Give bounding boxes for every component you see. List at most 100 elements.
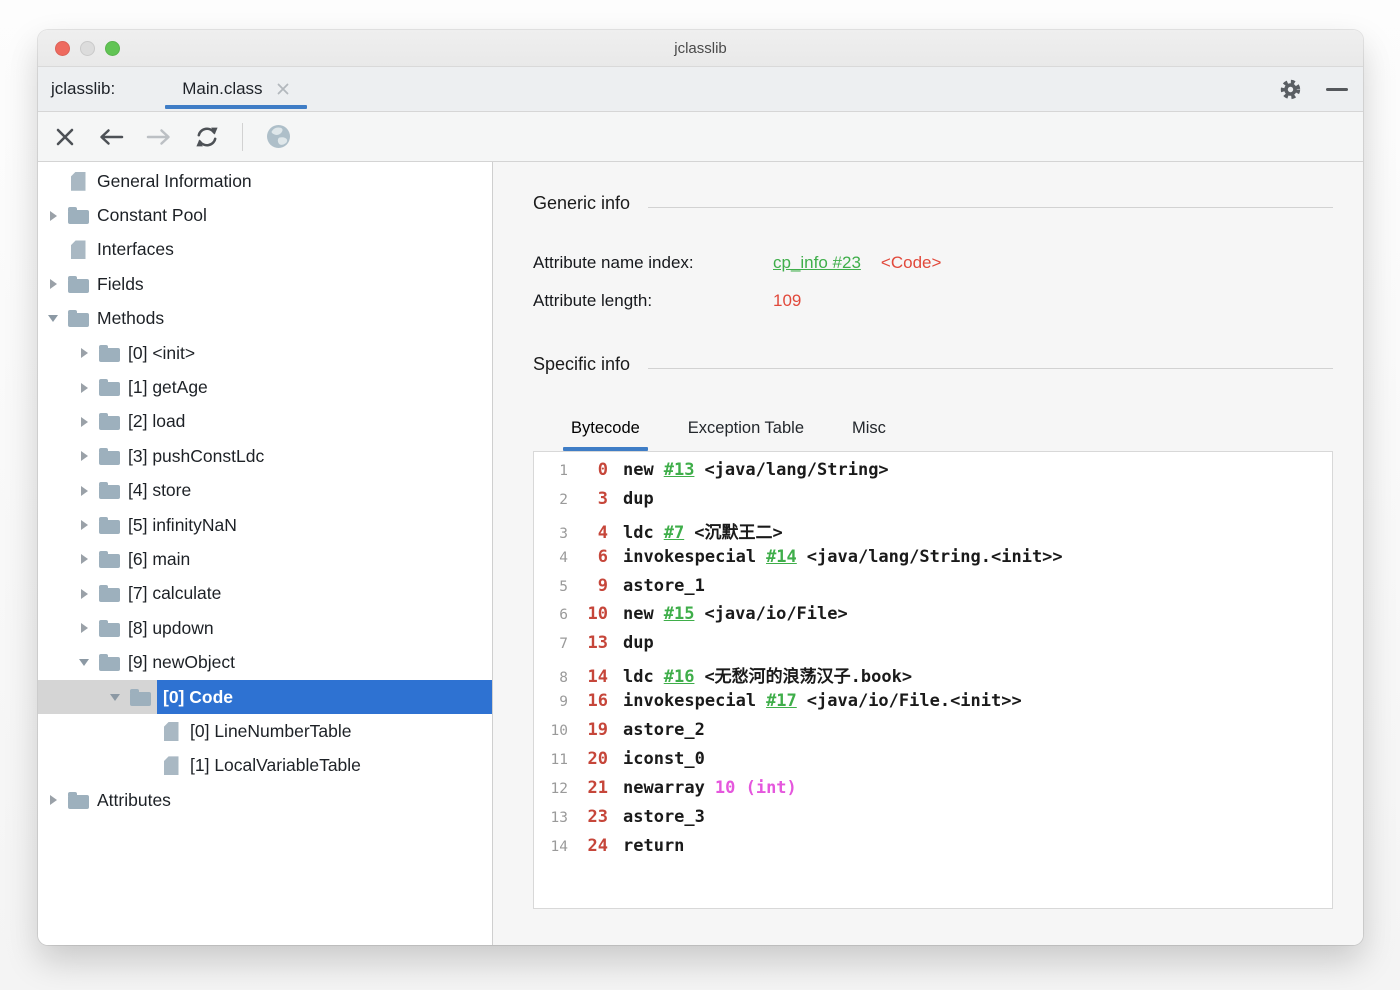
bytecode-line[interactable]: 5 9 astore_1 — [542, 576, 1332, 605]
tree-item-label: [9] newObject — [128, 652, 235, 673]
tree-item[interactable]: Interfaces — [38, 233, 492, 267]
tree-item[interactable]: [4] store — [38, 474, 492, 508]
bytecode-line[interactable]: 13 23 astore_3 — [542, 807, 1332, 836]
chevron-down-icon[interactable] — [48, 315, 58, 323]
tree-item[interactable]: [0] <init> — [38, 336, 492, 370]
tree-item[interactable]: [6] main — [38, 542, 492, 576]
constant-pool-link[interactable]: #17 — [766, 691, 797, 712]
line-number: 8 — [559, 670, 568, 687]
minimize-panel-icon[interactable] — [1326, 87, 1348, 91]
tree-item-label: [7] calculate — [128, 583, 222, 604]
bytecode-offset: 9 — [597, 575, 608, 596]
bytecode-line[interactable]: 3 4 ldc #7 <沉默王二> — [542, 518, 1332, 547]
bytecode-line[interactable]: 7 13 dup — [542, 633, 1332, 662]
tab-main-class[interactable]: Main.class — [165, 67, 307, 111]
operand: <java/lang/String.<init>> — [806, 546, 1063, 567]
chevron-right-icon[interactable] — [80, 623, 88, 634]
chevron-right-icon[interactable] — [80, 416, 88, 427]
bytecode-line[interactable]: 6 10 new #15 <java/io/File> — [542, 604, 1332, 633]
chevron-right-icon[interactable] — [80, 520, 88, 531]
tab-exception-table[interactable]: Exception Table — [687, 419, 804, 437]
folder-icon — [67, 310, 89, 328]
globe-icon[interactable] — [265, 123, 292, 150]
folder-icon — [98, 550, 120, 568]
operand: <java/lang/String> — [704, 460, 889, 480]
bytecode-line[interactable]: 10 19 astore_2 — [542, 720, 1332, 749]
bytecode-line[interactable]: 14 24 return — [542, 836, 1332, 865]
tree-item-label: [6] main — [128, 548, 191, 569]
tree-item[interactable]: [0] Code — [38, 679, 492, 715]
constant-pool-link[interactable]: #14 — [766, 546, 797, 567]
bytecode-offset: 23 — [587, 806, 608, 827]
constant-pool-link[interactable]: #13 — [663, 460, 695, 480]
bytecode-line[interactable]: 2 3 dup — [542, 489, 1332, 518]
forward-arrow-icon[interactable] — [146, 128, 172, 146]
line-number: 10 — [550, 723, 568, 740]
tab-misc[interactable]: Misc — [852, 419, 886, 437]
tree-item[interactable]: Attributes — [38, 783, 492, 817]
line-number: 13 — [550, 809, 568, 826]
tree-item[interactable]: General Information — [38, 164, 492, 198]
attribute-length-label: Attribute length: — [533, 291, 653, 310]
back-arrow-icon[interactable] — [98, 128, 124, 146]
tree-item[interactable]: [5] infinityNaN — [38, 508, 492, 542]
tree-item[interactable]: Constant Pool — [38, 198, 492, 232]
tree-item[interactable]: [1] LocalVariableTable — [38, 749, 492, 783]
operand: <java/io/File.<init>> — [806, 691, 1022, 712]
zoom-window-button[interactable] — [105, 40, 120, 56]
tree-item-label: [1] LocalVariableTable — [190, 755, 361, 776]
tree-item[interactable]: [3] pushConstLdc — [38, 439, 492, 473]
tree-item[interactable]: [7] calculate — [38, 577, 492, 611]
bytecode-offset: 6 — [597, 546, 608, 567]
tree-item-label: [3] pushConstLdc — [128, 445, 265, 466]
bytecode-line[interactable]: 4 6 invokespecial #14 <java/lang/String.… — [542, 547, 1332, 576]
gear-icon[interactable] — [1279, 78, 1302, 101]
chevron-right-icon[interactable] — [80, 485, 88, 496]
bytecode-line[interactable]: 12 21 newarray 10 (int) — [542, 778, 1332, 807]
tree-item[interactable]: Methods — [38, 302, 492, 336]
toolbar — [38, 112, 1363, 162]
folder-icon — [67, 275, 89, 293]
folder-icon — [98, 619, 120, 637]
chevron-down-icon[interactable] — [79, 659, 89, 667]
bytecode-offset: 16 — [587, 691, 608, 712]
close-file-icon[interactable] — [54, 126, 76, 148]
line-number: 14 — [550, 838, 568, 855]
generic-info-title: Generic info — [533, 192, 631, 213]
document-icon — [70, 240, 86, 260]
tree-item[interactable]: [8] updown — [38, 611, 492, 645]
refresh-icon[interactable] — [194, 125, 220, 149]
constant-pool-link[interactable]: #7 — [663, 522, 685, 543]
tab-bytecode[interactable]: Bytecode — [563, 419, 648, 451]
minimize-window-button[interactable] — [80, 40, 95, 56]
tree-item[interactable]: [1] getAge — [38, 370, 492, 404]
bytecode-line[interactable]: 9 16 invokespecial #17 <java/io/File.<in… — [542, 691, 1332, 720]
constant-pool-link[interactable]: #15 — [663, 604, 695, 625]
constant-pool-link[interactable]: #16 — [663, 667, 695, 688]
tree-item[interactable]: Fields — [38, 267, 492, 301]
bytecode-line[interactable]: 8 14 ldc #16 <无愁河的浪荡汉子.book> — [542, 662, 1332, 691]
chevron-right-icon[interactable] — [49, 279, 57, 290]
bytecode-offset: 19 — [587, 720, 608, 741]
chevron-right-icon[interactable] — [80, 451, 88, 462]
chevron-right-icon[interactable] — [80, 588, 88, 599]
chevron-right-icon[interactable] — [80, 554, 88, 565]
tree-item[interactable]: [9] newObject — [38, 645, 492, 679]
chevron-down-icon[interactable] — [110, 693, 120, 701]
chevron-right-icon[interactable] — [80, 348, 88, 359]
chevron-right-icon[interactable] — [49, 795, 57, 806]
section-rule — [648, 367, 1333, 369]
bytecode-panel[interactable]: 1 0 new #13 <java/lang/String> 2 3 dup 3… — [533, 451, 1333, 909]
tree-item[interactable]: [2] load — [38, 405, 492, 439]
close-window-button[interactable] — [55, 40, 70, 56]
opcode: astore_1 — [623, 575, 705, 596]
bytecode-line[interactable]: 1 0 new #13 <java/lang/String> — [542, 460, 1332, 489]
bytecode-line[interactable]: 11 20 iconst_0 — [542, 749, 1332, 778]
chevron-right-icon[interactable] — [80, 382, 88, 393]
attribute-name-index-label: Attribute name index: — [533, 253, 694, 272]
tree-item[interactable]: [0] LineNumberTable — [38, 714, 492, 748]
folder-icon — [98, 344, 120, 362]
chevron-right-icon[interactable] — [49, 210, 57, 221]
cp-info-link[interactable]: cp_info #23 — [773, 253, 861, 272]
tab-close-icon[interactable] — [276, 82, 290, 96]
